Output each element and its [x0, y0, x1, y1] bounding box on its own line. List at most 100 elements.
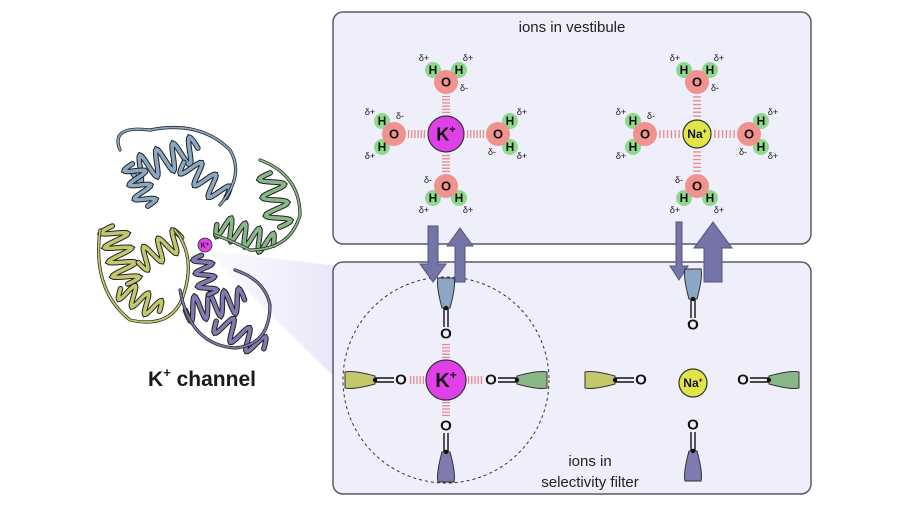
vestibule-k-bond [466, 130, 485, 138]
vestibule-k-ion [427, 115, 465, 153]
carbon-atom [443, 449, 449, 455]
k-up-arrow [446, 227, 474, 283]
vestibule-na-bond [659, 130, 680, 138]
vestibule-k-water-0-h-symbol-b: H [429, 63, 438, 77]
na-down-thin-arrow [669, 221, 689, 281]
filter-label-line2: selectivity filter [541, 474, 639, 491]
vestibule-na-bond [693, 96, 701, 117]
vestibule-na-water-1-hydrogen-a [625, 113, 641, 129]
carbon-atom [766, 377, 772, 383]
backbone-stub [684, 268, 702, 300]
helix-ribbon [130, 135, 200, 185]
vestibule-na-water-2-delta-plus-a: δ+ [768, 151, 778, 161]
purple-helix-1 [182, 284, 248, 326]
carbon-atom [514, 377, 520, 383]
vestibule-k-water-1-hydrogen-b [374, 139, 390, 155]
vestibule-na-water-1-hydrogen-b [625, 139, 641, 155]
vestibule-k-water-1-delta-minus: δ- [396, 111, 404, 121]
filter-na-ion-label: Na+ [683, 376, 702, 390]
vestibule-na-water-2-hydrogen-b [753, 113, 769, 129]
filter-na-carbonyl-bottom: O [684, 417, 702, 482]
filter-k-bond [467, 376, 483, 384]
carbon-atom [690, 296, 696, 302]
vestibule-na-water-0-hydrogen-b [676, 62, 692, 78]
carbon-atom [443, 305, 449, 311]
carbonyl-oxygen: O [737, 372, 749, 389]
vestibule-k-water-0-delta-plus-a: δ+ [463, 53, 473, 63]
vestibule-k-bond [442, 95, 450, 114]
vestibule-na-water-1-delta-plus-b: δ+ [616, 151, 626, 161]
yellow-helix-1 [96, 223, 144, 287]
vestibule-na-water-0-delta-plus-a: δ+ [714, 53, 724, 63]
vestibule-na-water-0-o-symbol: O [692, 75, 702, 90]
channel-label: K+ channel [148, 365, 256, 391]
backbone-stub [768, 371, 800, 389]
vestibule-na-water-2-h-symbol-b: H [757, 114, 766, 128]
carbonyl-oxygen: O [635, 372, 647, 389]
vestibule-k-water-0-delta-minus: δ- [460, 83, 468, 93]
filter-na-carbonyl-left: O [584, 371, 647, 389]
vestibule-k-water-3-h-symbol-b: H [455, 191, 464, 205]
filter-label-line1: ions in [568, 453, 611, 470]
filter-k-ion [425, 359, 467, 401]
channel-center-ion [197, 237, 213, 253]
vestibule-k-water-3-delta-plus-a: δ+ [419, 205, 429, 215]
purple-helix-2 [211, 315, 269, 355]
vestibule-na-water-2-hydrogen-a [753, 139, 769, 155]
helix-ribbon [212, 316, 268, 354]
vestibule-k-water-1-delta-plus-a: δ+ [365, 107, 375, 117]
filter-k-bond [442, 343, 450, 359]
vestibule-k-water-3-delta-plus-b: δ+ [463, 205, 473, 215]
vestibule-na-water-1-o-symbol: O [640, 127, 650, 142]
vestibule-k-water-2-h-symbol-a: H [506, 140, 515, 154]
backbone-stub [437, 451, 455, 483]
carbonyl-oxygen: O [395, 372, 407, 389]
vestibule-na-water-3-hydrogen-b [702, 190, 718, 206]
vestibule-na-ion [682, 119, 712, 149]
vestibule-k-water-1-delta-plus-b: δ+ [365, 151, 375, 161]
backbone-stub [437, 277, 455, 309]
carbonyl-oxygen: O [687, 317, 699, 334]
carbon-atom [612, 377, 618, 383]
vestibule-na-water-2-h-symbol-a: H [757, 140, 766, 154]
backbone-stub [516, 371, 548, 389]
vestibule-na-bond [714, 130, 735, 138]
helix-ribbon [98, 224, 142, 286]
potassium-channel-structure: K⁺ [96, 125, 302, 355]
vestibule-k-water-1-oxygen [382, 122, 406, 146]
vestibule-k-water-0-h-symbol-a: H [455, 63, 464, 77]
vestibule-k-water-2-delta-minus: δ- [488, 147, 496, 157]
vestibule-k-water-3-hydrogen-b [451, 190, 467, 206]
filter-coordination-circle [342, 276, 550, 484]
vestibule-na-water-1-oxygen [633, 122, 657, 146]
vestibule-na-water-1-h-symbol-a: H [629, 114, 638, 128]
vestibule-k-water-2-oxygen [486, 122, 510, 146]
vestibule-k-water-3-delta-minus: δ- [424, 175, 432, 185]
transition-arrows [419, 221, 733, 283]
filter-k-carbonyl-right: O [485, 371, 548, 389]
vestibule-na-water-3-delta-plus-b: δ+ [714, 205, 724, 215]
vestibule-k-water-0-hydrogen-a [451, 62, 467, 78]
k-down-arrow [419, 225, 447, 283]
vestibule-na-water-0-oxygen [685, 70, 709, 94]
vestibule-na-water-1-delta-minus: δ- [647, 111, 655, 121]
vestibule-na-water-3-delta-minus: δ- [675, 175, 683, 185]
vestibule-na-water-3-h-symbol-a: H [680, 191, 689, 205]
purple-helix-3 [189, 252, 221, 298]
vestibule-k-ion-label: K+ [436, 124, 455, 144]
blue-helix-3 [120, 161, 160, 209]
vestibule-na-water-0-h-symbol-b: H [680, 63, 689, 77]
na-up-thick-arrow [693, 221, 733, 283]
vestibule-na-water-0-delta-plus-b: δ+ [670, 53, 680, 63]
helix-ribbon [122, 162, 158, 208]
helix-ribbon [136, 228, 184, 272]
purple-loop [179, 269, 271, 349]
vestibule-na-water-3-h-symbol-b: H [706, 191, 715, 205]
backbone-stub [684, 450, 702, 482]
filter-na-carbonyl-right: O [737, 371, 800, 389]
vestibule-na-water-1-h-symbol-b: H [629, 140, 638, 154]
filter-k-carbonyl-top: O [437, 277, 455, 343]
vestibule-na-water-1-delta-plus-a: δ+ [616, 107, 626, 117]
vestibule-k-water-2-h-symbol-b: H [506, 114, 515, 128]
